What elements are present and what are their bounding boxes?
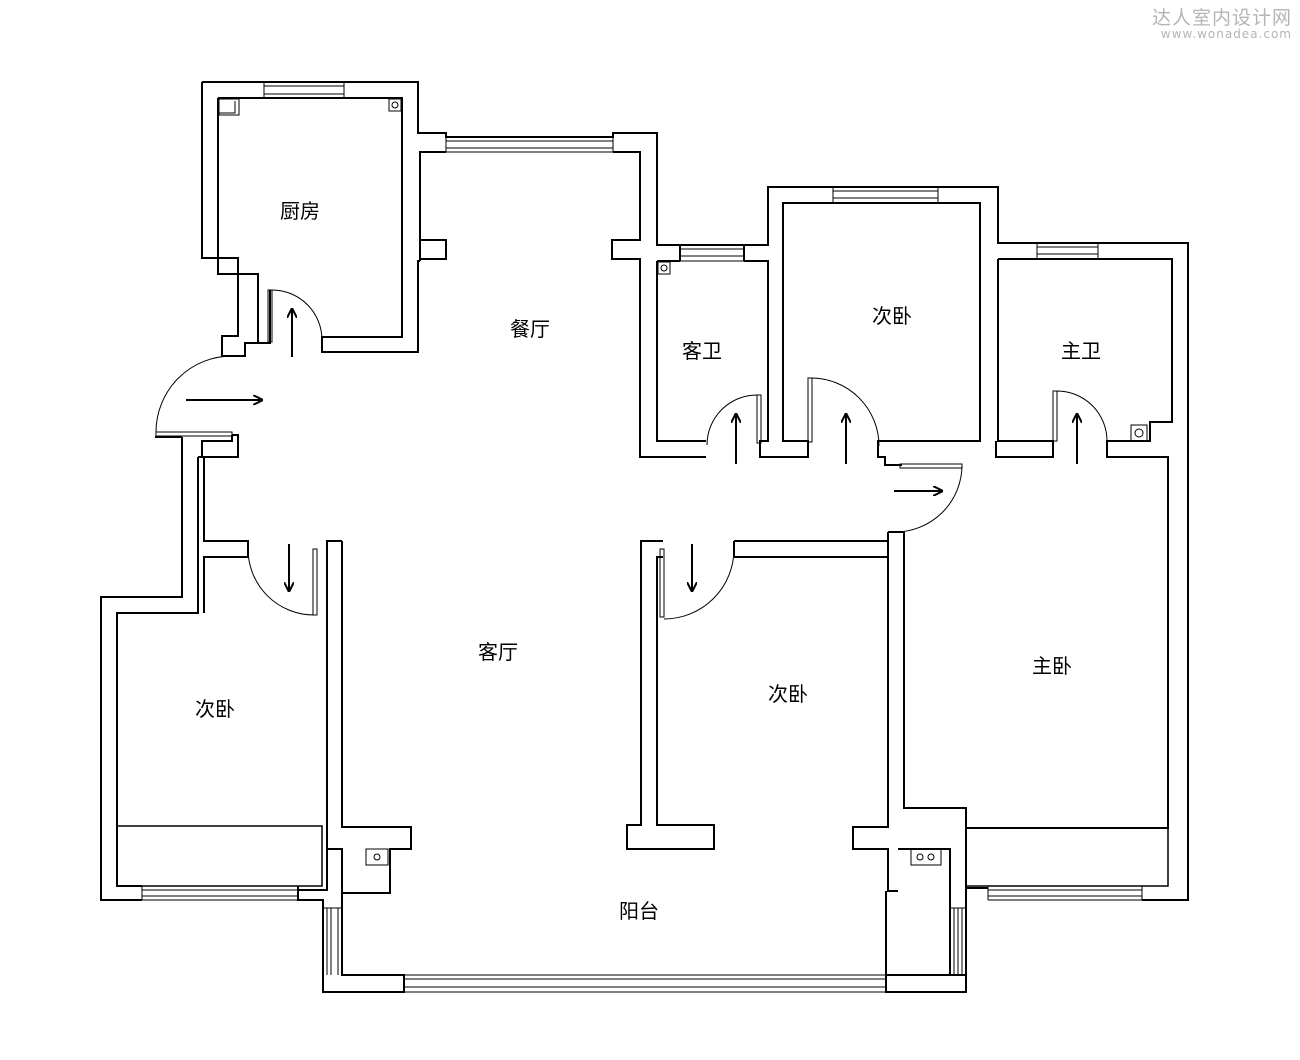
- dining-window: [445, 137, 614, 153]
- balcony-pipe-east-circle-a: [916, 853, 924, 861]
- master-bath-pipe: [1130, 424, 1148, 442]
- master-bedroom-door-swing: [894, 464, 963, 533]
- watermark-url: www.wonadea.com: [1160, 27, 1292, 41]
- room-label-master-bath: 主卫: [1061, 339, 1101, 363]
- room-label-kitchen: 厨房: [280, 199, 320, 223]
- balcony-pipe-west: [365, 848, 389, 866]
- entry-door-leaf: [155, 431, 233, 437]
- kitchen-window: [263, 82, 345, 99]
- kitchen-fixture-mark: [219, 101, 236, 114]
- west-bedroom-door-leaf: [312, 548, 318, 616]
- room-label-living: 客厅: [478, 640, 518, 664]
- guest-bath-wall: [656, 202, 981, 466]
- master-bath-door-swing: [1056, 390, 1108, 442]
- kitchen-wall: [202, 81, 1189, 901]
- entry-door-swing: [155, 355, 233, 433]
- west-bedroom-window: [141, 885, 299, 901]
- balcony-west-window: [323, 907, 343, 975]
- west-wardrobe: [116, 825, 323, 887]
- kitchen-pipe: [388, 98, 402, 112]
- kitchen-door-swing: [271, 289, 323, 341]
- center-bedroom-door-swing: [663, 548, 735, 620]
- room-label-master-bedroom: 主卧: [1032, 654, 1072, 678]
- master-bedroom-wall: [852, 531, 967, 892]
- dining-north-inner: [419, 151, 706, 458]
- center-bedroom-wall: [626, 540, 888, 850]
- balcony-pipe-west-circle: [373, 853, 381, 861]
- guest-bath-window-gap: [679, 245, 745, 261]
- room-label-bedroom-west: 次卧: [195, 697, 235, 721]
- master-bedroom-window: [987, 885, 1143, 901]
- west-bedroom-balcony-wall: [297, 886, 405, 993]
- guest-bath-window: [680, 244, 744, 262]
- guest-bath-door-swing: [706, 394, 758, 446]
- balcony-east-window: [950, 907, 966, 975]
- guest-bath-pipe: [657, 261, 671, 275]
- room-label-guest-bath: 客卫: [682, 339, 722, 363]
- bedroom-north-window: [832, 186, 939, 204]
- guest-bath-pipe-circle: [660, 264, 668, 272]
- north-bedroom-door-swing: [810, 377, 880, 447]
- balcony-pipe-east-circle-b: [927, 853, 935, 861]
- entry-wall: [201, 290, 271, 457]
- master-bedroom-door-leaf: [899, 463, 963, 469]
- watermark-title: 达人室内设计网: [1151, 7, 1292, 29]
- kitchen-pipe-circle: [391, 101, 399, 109]
- center-bedroom-door-leaf: [659, 548, 665, 618]
- north-bedroom-door-leaf: [807, 377, 813, 443]
- room-label-bedroom-center: 次卧: [768, 682, 808, 706]
- master-bath-door-leaf: [1052, 390, 1058, 442]
- kitchen-west-wall: [201, 82, 259, 357]
- room-label-bedroom-north: 次卧: [872, 304, 912, 328]
- room-label-balcony: 阳台: [619, 899, 659, 923]
- master-bath-window: [1036, 242, 1099, 260]
- west-bedroom-wall: [100, 434, 239, 901]
- kitchen-fixture: [218, 98, 240, 116]
- west-bedroom-inner: [203, 457, 412, 894]
- room-label-dining: 餐厅: [510, 317, 550, 341]
- master-bath-pipe-circle: [1134, 428, 1144, 438]
- west-bedroom-door-swing: [247, 548, 315, 616]
- kitchen-inner-wall: [218, 97, 420, 353]
- balcony-south-window: [404, 974, 886, 993]
- balcony-wall: [885, 848, 967, 993]
- master-wardrobe: [965, 827, 1169, 887]
- guest-bath-door-leaf: [756, 394, 762, 444]
- kitchen-door-leaf: [267, 289, 273, 343]
- balcony-pipe-east: [910, 848, 942, 866]
